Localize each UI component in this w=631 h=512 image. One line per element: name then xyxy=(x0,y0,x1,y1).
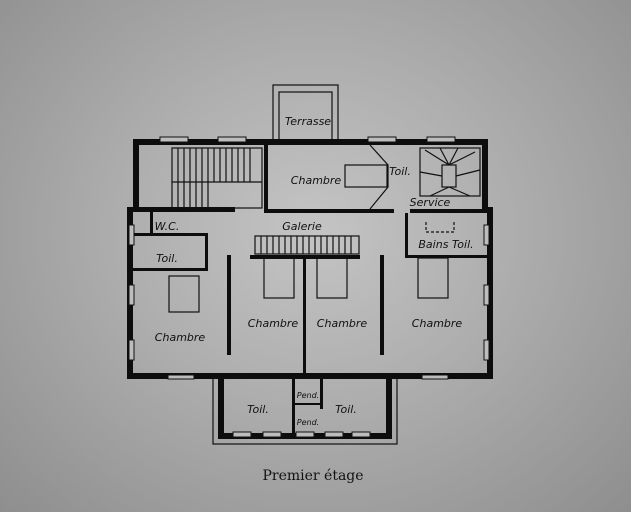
room-label-galerie: Galerie xyxy=(282,220,322,233)
gallery-railing xyxy=(254,235,360,255)
beds xyxy=(168,144,455,313)
room-label-chambre-west: Chambre xyxy=(155,331,206,344)
room-label-service: Service xyxy=(410,196,451,209)
terrace-outline xyxy=(272,84,339,142)
interior-walls xyxy=(133,145,488,434)
room-label-terrasse: Terrasse xyxy=(285,115,331,128)
service-staircase xyxy=(419,147,481,197)
room-label-toil-south-right: Toil. xyxy=(335,403,357,416)
room-label-toil-south-left: Toil. xyxy=(247,403,269,416)
room-label-chambre-east: Chambre xyxy=(412,317,463,330)
room-label-toil-west: Toil. xyxy=(156,252,178,265)
room-label-pend-2: Pend. xyxy=(297,418,319,427)
room-label-pend-1: Pend. xyxy=(297,391,319,400)
room-label-toil-north: Toil. xyxy=(389,165,411,178)
room-label-chambre-north: Chambre xyxy=(291,174,342,187)
main-staircase xyxy=(171,147,263,209)
windows xyxy=(128,136,490,438)
plan-caption: Premier étage xyxy=(262,468,363,484)
room-label-chambre-center-right: Chambre xyxy=(317,317,368,330)
room-label-wc: W.C. xyxy=(155,220,180,233)
room-label-bains-toil: Bains Toil. xyxy=(418,238,473,251)
room-label-chambre-center-left: Chambre xyxy=(248,317,299,330)
